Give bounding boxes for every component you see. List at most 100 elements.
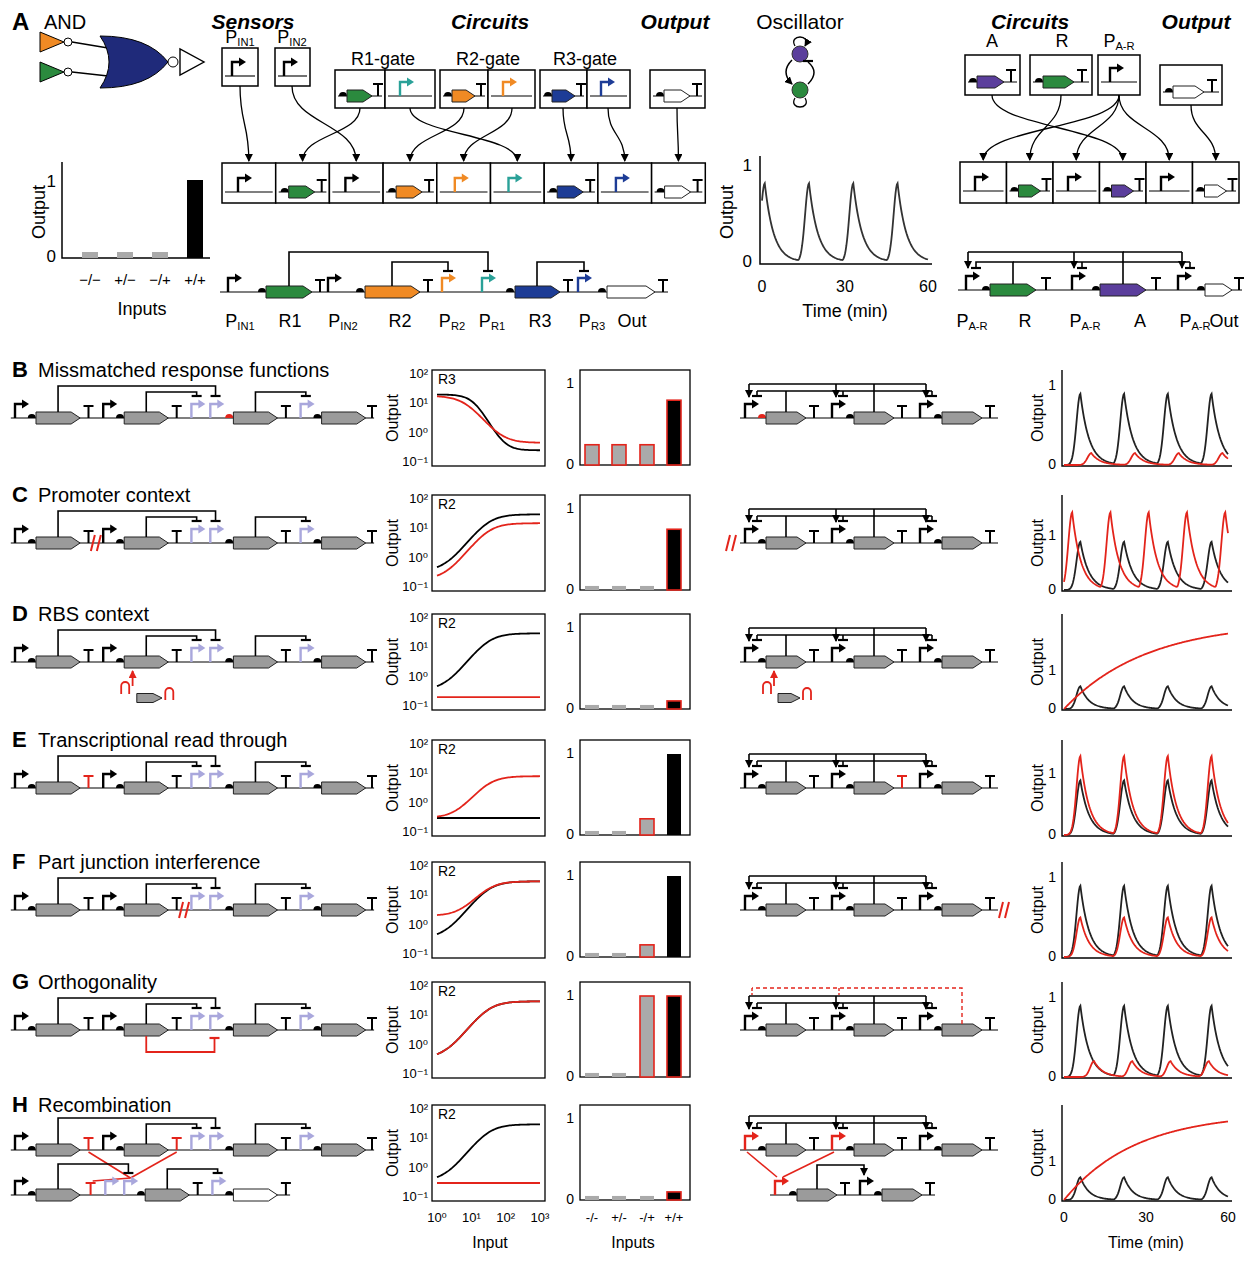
promoter-symbol (301, 774, 309, 788)
promoter-symbol (745, 896, 753, 910)
text-label: 10⁻¹ (402, 1067, 428, 1081)
text-label: Output (384, 519, 402, 567)
promoter-arrowhead (585, 274, 592, 283)
promoter-symbol (15, 404, 23, 418)
wire-line (278, 75, 307, 76)
terminator-symbol (281, 1138, 291, 1150)
terminator-symbol (925, 1183, 935, 1195)
promoter-symbol (578, 278, 586, 292)
plot-frame (580, 1105, 690, 1200)
promoter-arrowhead (22, 1177, 29, 1186)
promoter-symbol (210, 896, 218, 910)
text-label: 0 (1060, 1210, 1068, 1225)
wire-line (255, 636, 305, 656)
text-label: R2 (388, 312, 411, 332)
promoter-symbol (745, 529, 753, 543)
text-label: Output (1162, 10, 1231, 33)
repression-bar (211, 765, 221, 767)
text-label: Part junction interference (38, 851, 260, 873)
repression-bar (192, 1007, 202, 1009)
text-label: PR2 (439, 312, 465, 332)
part-box (488, 70, 535, 108)
oscillator-parts (958, 55, 1244, 296)
bar (612, 445, 626, 465)
assembly-arrow (1076, 95, 1119, 160)
bar (640, 945, 654, 957)
bar (667, 400, 681, 465)
promoter-arrowhead (462, 174, 469, 183)
repression-bar (301, 1127, 311, 1129)
rbs-symbol (874, 1191, 882, 1195)
promoter-symbol (191, 1016, 199, 1030)
promoter-symbol (124, 1181, 132, 1195)
text-label: Transcriptional read through (38, 729, 287, 751)
gene-arrow (664, 90, 690, 102)
wire-line (388, 95, 432, 96)
bar (667, 996, 681, 1077)
rbs-symbol (444, 92, 452, 96)
text-label: 10² (409, 859, 428, 873)
rbs-symbol (846, 539, 854, 543)
text-label: PIN1 (225, 312, 254, 332)
rbs-symbol (846, 1026, 854, 1030)
promoter-symbol (103, 1016, 111, 1030)
terminator-symbol (897, 531, 907, 543)
wire-line (1062, 740, 1232, 836)
row-panel (11, 370, 1232, 466)
promoter-symbol (191, 774, 199, 788)
wire-line (392, 262, 448, 286)
promoter-symbol (482, 278, 490, 292)
wire-line (58, 998, 216, 1024)
bar (187, 180, 203, 258)
repression-bar (301, 887, 311, 889)
terminator-symbol (809, 531, 819, 543)
wire-line (332, 191, 380, 192)
rbs-symbol (544, 92, 552, 96)
promoter-arrowhead (110, 1012, 117, 1021)
terminator-symbol (809, 898, 819, 910)
promoter-symbol (1068, 177, 1076, 191)
text-label: 1 (566, 988, 574, 1003)
gene-arrow (1043, 76, 1074, 88)
part-box (385, 70, 435, 108)
wire-line (437, 881, 540, 915)
promoter-symbol (232, 62, 240, 76)
rbs-symbol (356, 288, 364, 292)
repression-bar (213, 1172, 223, 1174)
part-box (1007, 162, 1054, 203)
gene-arrow (854, 1144, 894, 1156)
gene-arrow (396, 186, 422, 198)
text-label: 10⁰ (408, 551, 428, 565)
assembly-arrow (992, 95, 1123, 160)
text-label: 1 (1048, 990, 1056, 1005)
wire-line (590, 95, 627, 96)
text-label: +/+ (665, 1211, 684, 1225)
promoter-symbol (191, 648, 199, 662)
promoter-symbol (15, 1016, 23, 1030)
text-label: 10¹ (409, 640, 428, 654)
terminator-symbol (172, 406, 182, 418)
promoter-symbol (301, 1136, 309, 1150)
promoter-arrowhead (217, 770, 224, 779)
promoter-symbol (1072, 276, 1080, 290)
text-label: Output (1029, 638, 1047, 686)
rbs-symbol (28, 1191, 36, 1195)
part-box (276, 163, 330, 203)
gene-arrow (942, 656, 982, 668)
text-label: Orthogonality (38, 971, 157, 993)
rbs-symbol (28, 658, 36, 662)
promoter-symbol (15, 1136, 23, 1150)
promoter-symbol (191, 529, 199, 543)
terminator-symbol (281, 1183, 291, 1195)
assembly-arrow (410, 108, 517, 161)
gene-arrow (854, 782, 894, 794)
nor-gate (100, 36, 168, 88)
wire-line (1064, 1177, 1228, 1200)
gene-arrow (766, 904, 806, 916)
promoter-arrowhead (308, 1012, 315, 1021)
text-label: 10⁰ (408, 426, 428, 440)
part-box (965, 55, 1020, 95)
rbs-symbol (934, 1026, 942, 1030)
promoter-arrowhead (449, 274, 456, 283)
